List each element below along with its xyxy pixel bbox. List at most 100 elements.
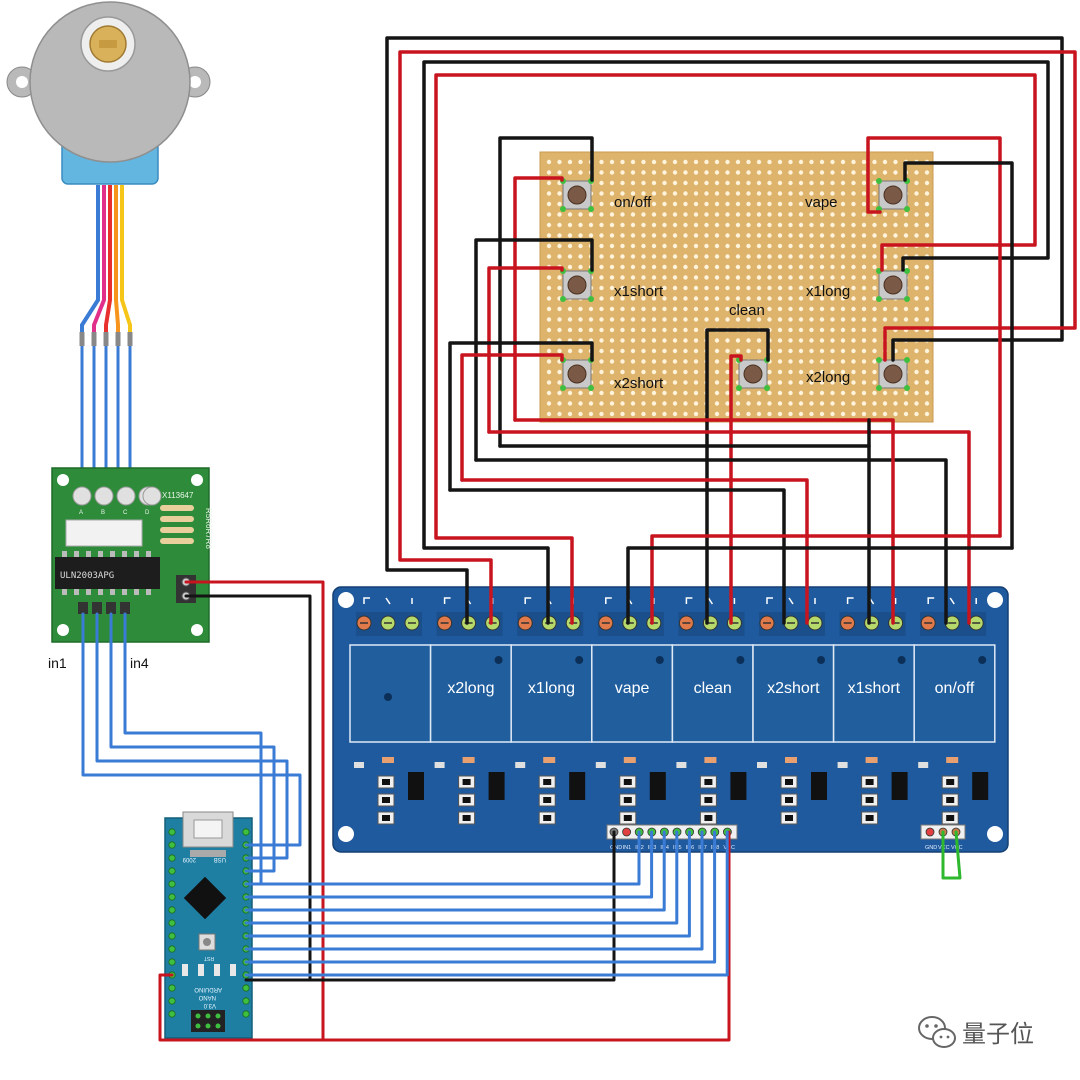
uln-input-pin [120, 602, 130, 614]
wires [81, 36, 1077, 1042]
wire [244, 830, 691, 938]
uln-led-letter: A [79, 510, 83, 516]
tactile-button[interactable] [736, 357, 770, 391]
relay-driver-circuit [837, 757, 908, 825]
tactile-button[interactable] [876, 357, 910, 391]
nano-pin [242, 828, 250, 836]
button-label: x2long [806, 369, 850, 386]
relay-module: on/off [913, 644, 996, 743]
relay-label: clean [694, 680, 732, 697]
nano-pin [168, 984, 176, 992]
nano-pin [168, 893, 176, 901]
wechat-icon [918, 1016, 956, 1048]
tactile-button[interactable] [560, 357, 594, 391]
nano-year: 2009 [182, 856, 196, 862]
relay-driver-circuit [918, 757, 989, 825]
button-label: x1short [614, 283, 664, 300]
wire [448, 341, 594, 492]
wire [460, 353, 564, 482]
wire [244, 830, 666, 912]
relay-terminal-block [920, 597, 987, 636]
relay-power-pin-label: GND [925, 845, 937, 851]
uln-chip-label: ULN2003APG [60, 571, 114, 581]
relay-label: on/off [935, 680, 975, 697]
wire [498, 136, 594, 448]
nano-pin [168, 841, 176, 849]
relay-driver-circuit [676, 757, 747, 825]
nano-pin [168, 919, 176, 927]
wire [513, 176, 564, 422]
uln-led [94, 486, 114, 506]
motor-wire-pin [115, 332, 121, 346]
relay-label: vape [615, 680, 650, 697]
button-label: clean [729, 302, 765, 319]
motor-wire-pin [91, 332, 97, 346]
nano-name-line-1: ARDUINO [194, 986, 222, 992]
nano-icsp-header [191, 1010, 225, 1032]
uln-in1-label: in1 [48, 655, 67, 671]
uln-resistor-text: R5R6R7R8 [204, 508, 213, 549]
uln-led-letter: B [101, 510, 105, 516]
nano-pin [168, 906, 176, 914]
relay-driver-circuit [757, 757, 827, 825]
arduino-nano: USB 2009 RST ARDUINO NANO V3.0 [164, 811, 253, 1039]
uln-input-pin [78, 602, 88, 614]
nano-pin [168, 945, 176, 953]
nano-pin [242, 984, 250, 992]
nano-pin [168, 997, 176, 1005]
wire [705, 328, 770, 625]
nano-pin [168, 828, 176, 836]
wire [460, 478, 809, 625]
wire [434, 73, 1037, 625]
relay-module: clean [671, 644, 754, 743]
tactile-button[interactable] [876, 178, 910, 212]
wire [448, 488, 786, 625]
wire [158, 580, 325, 1042]
button-label: on/off [614, 194, 652, 211]
relay-header-pin-label: GND [610, 845, 622, 851]
uln-input-pin [106, 602, 116, 614]
relay-module: x2long [429, 644, 512, 743]
relay-module: vape [591, 644, 674, 743]
uln-connector [65, 519, 143, 547]
motor-wire [104, 185, 112, 340]
nano-name-line-2: NANO [198, 994, 216, 1000]
wire [474, 238, 594, 462]
wire [244, 830, 729, 977]
uln-input-pin [92, 602, 102, 614]
wire [81, 612, 302, 847]
relay-power-pin [925, 827, 935, 837]
tactile-button[interactable] [876, 268, 910, 302]
button-label: x2short [614, 375, 664, 392]
nano-name-line-3: V3.0 [203, 1002, 216, 1008]
wire [513, 418, 895, 625]
uln-side-text: X113647 [162, 491, 194, 500]
button-label: vape [805, 194, 838, 211]
relay-module [349, 644, 432, 743]
watermark-text: 量子位 [962, 1021, 1034, 1048]
relay-module: x1long [510, 644, 593, 743]
nano-pin [242, 997, 250, 1005]
tactile-button[interactable] [560, 178, 594, 212]
watermark: 量子位 [918, 1016, 1034, 1048]
tactile-button[interactable] [560, 268, 594, 302]
relay-driver-circuit [434, 757, 505, 825]
motor-wire-bundle [79, 185, 133, 515]
relay-label: x1long [528, 680, 575, 697]
wire [308, 830, 616, 982]
relay-label: x2long [447, 680, 494, 697]
nano-pin [168, 867, 176, 875]
wire [650, 534, 1002, 625]
wire [244, 830, 679, 925]
nano-pin [168, 880, 176, 888]
relay-label: x2short [767, 680, 820, 697]
wire [244, 830, 704, 951]
wire [385, 36, 1064, 625]
wire [109, 612, 276, 873]
uln-led-letter: D [145, 510, 150, 516]
motor-body [29, 1, 191, 163]
